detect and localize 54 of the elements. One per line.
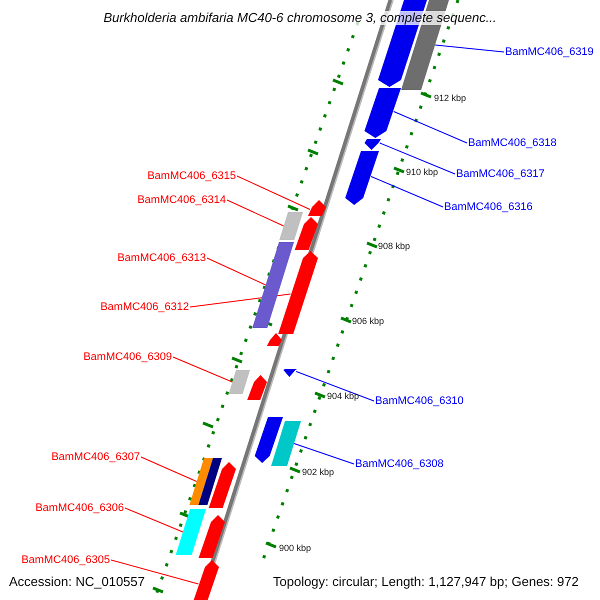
leader-line <box>226 200 284 226</box>
gene-segment <box>198 515 225 558</box>
gene-label: BamMC406_6313 <box>117 251 206 265</box>
scale-label: 902 kbp <box>302 466 334 479</box>
gene-segment <box>364 88 401 138</box>
gene-segment <box>189 458 222 505</box>
leader-line <box>370 176 444 208</box>
leader-line <box>393 111 468 144</box>
gene-label: BamMC406_6318 <box>468 136 557 150</box>
leader-line <box>110 560 199 584</box>
gene-label: BamMC406_6312 <box>100 300 189 314</box>
leader-line <box>172 356 233 382</box>
leader-line <box>434 44 504 52</box>
gene-segment <box>345 151 379 205</box>
leader-line <box>124 508 184 532</box>
gene-segment <box>308 200 326 216</box>
scale-label: 900 kbp <box>279 542 312 555</box>
gene-label: BamMC406_6319 <box>505 45 594 59</box>
gene-segment <box>279 212 303 240</box>
gene-label: BamMC406_6305 <box>21 553 110 567</box>
gene-segment <box>208 462 236 508</box>
gene-label: BamMC406_6309 <box>83 350 172 364</box>
leader-line <box>379 142 456 174</box>
gene-label: BamMC406_6308 <box>355 457 444 471</box>
leader-line <box>296 371 374 402</box>
gene-segment <box>247 375 267 400</box>
footer-text: Accession: NC_010557 <box>9 575 145 589</box>
gene-segment <box>176 509 206 555</box>
gene-segment <box>364 139 381 150</box>
gene-label: BamMC406_6306 <box>35 501 124 515</box>
scale-label: 910 kbp <box>406 166 438 179</box>
leader-line <box>294 443 354 464</box>
scale-label: 912 kbp <box>434 92 466 105</box>
gene-segment <box>266 333 282 346</box>
gene-segment <box>283 369 297 377</box>
footer-text: Topology: circular; Length: 1,127,947 bp; Genes: 972 <box>273 575 579 589</box>
scale-label: 904 kbp <box>327 390 360 403</box>
gene-label: BamMC406_6317 <box>456 167 545 181</box>
gene-segment <box>271 421 301 466</box>
leader-line <box>236 176 310 210</box>
gene-segment <box>228 370 250 394</box>
gene-segment <box>192 560 219 600</box>
gene-label: BamMC406_6307 <box>51 450 140 464</box>
gene-label: BamMC406_6314 <box>137 193 226 207</box>
gene-label: BamMC406_6316 <box>444 200 533 214</box>
gene-label: BamMC406_6310 <box>375 394 464 408</box>
gene-segment <box>252 242 294 328</box>
gene-label: BamMC406_6315 <box>147 169 236 183</box>
leader-line <box>206 258 266 286</box>
gene-segment <box>294 217 318 250</box>
leader-line <box>140 456 198 482</box>
scale-label: 908 kbp <box>378 240 410 253</box>
scale-label: 906 kbp <box>352 315 384 328</box>
gene-segment <box>254 417 283 463</box>
